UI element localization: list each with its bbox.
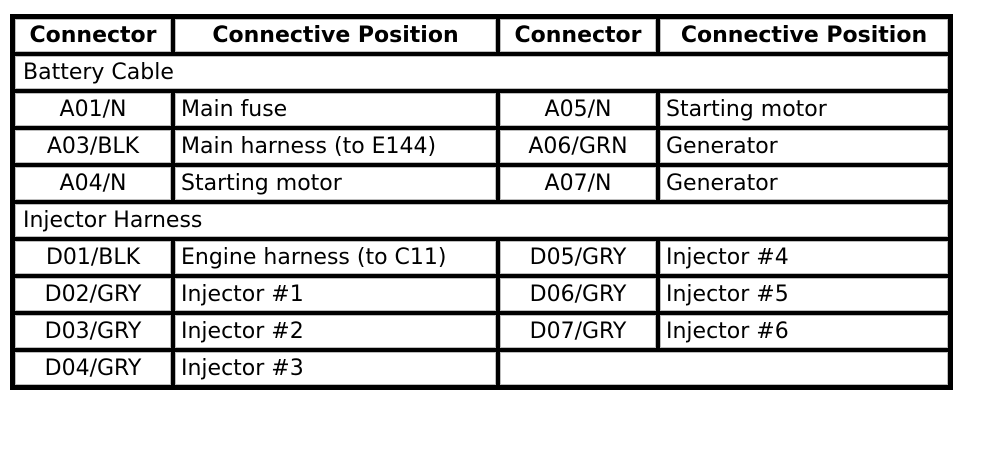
header-connective-position-1: Connective Position [173,17,498,54]
position-cell: Injector #2 [173,313,498,350]
connector-cell: D02/GRY [13,276,173,313]
table-row: D04/GRY Injector #3 [13,350,950,387]
table-row: D01/BLK Engine harness (to C11) D05/GRY … [13,239,950,276]
connector-cell: D03/GRY [13,313,173,350]
position-cell: Main harness (to E144) [173,128,498,165]
position-cell: Starting motor [658,91,950,128]
table-row: A01/N Main fuse A05/N Starting motor [13,91,950,128]
position-cell: Injector #3 [173,350,498,387]
position-cell: Generator [658,128,950,165]
connector-table-container: Connector Connective Position Connector … [10,14,953,390]
section-row: Injector Harness [13,202,950,239]
header-row: Connector Connective Position Connector … [13,17,950,54]
position-cell: Injector #1 [173,276,498,313]
position-cell: Engine harness (to C11) [173,239,498,276]
connector-cell: A01/N [13,91,173,128]
connector-cell: A06/GRN [498,128,658,165]
table-row: D03/GRY Injector #2 D07/GRY Injector #6 [13,313,950,350]
section-title-battery-cable: Battery Cable [13,54,950,91]
position-cell: Injector #4 [658,239,950,276]
header-connective-position-2: Connective Position [658,17,950,54]
connector-table: Connector Connective Position Connector … [10,14,953,390]
connector-cell: D04/GRY [13,350,173,387]
connector-cell: D07/GRY [498,313,658,350]
connector-cell: A07/N [498,165,658,202]
position-cell: Injector #5 [658,276,950,313]
header-connector-1: Connector [13,17,173,54]
position-cell: Starting motor [173,165,498,202]
section-title-injector-harness: Injector Harness [13,202,950,239]
connector-cell: D06/GRY [498,276,658,313]
connector-cell: A04/N [13,165,173,202]
position-cell: Injector #6 [658,313,950,350]
connector-cell: A03/BLK [13,128,173,165]
empty-cell [498,350,950,387]
connector-cell: A05/N [498,91,658,128]
table-row: D02/GRY Injector #1 D06/GRY Injector #5 [13,276,950,313]
table-row: A04/N Starting motor A07/N Generator [13,165,950,202]
position-cell: Generator [658,165,950,202]
position-cell: Main fuse [173,91,498,128]
section-row: Battery Cable [13,54,950,91]
connector-cell: D05/GRY [498,239,658,276]
header-connector-2: Connector [498,17,658,54]
connector-cell: D01/BLK [13,239,173,276]
table-row: A03/BLK Main harness (to E144) A06/GRN G… [13,128,950,165]
